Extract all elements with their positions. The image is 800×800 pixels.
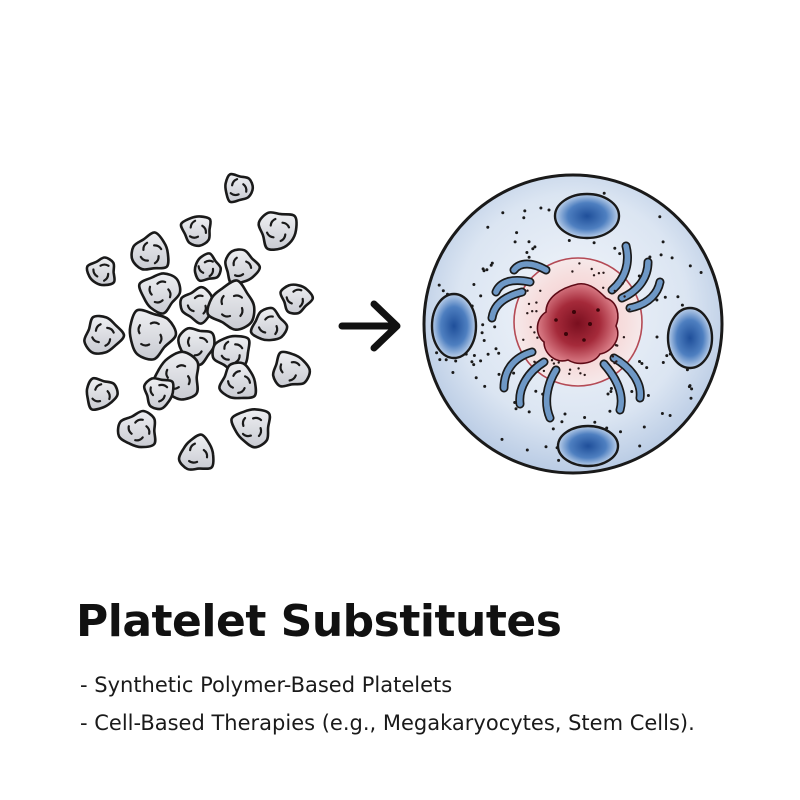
platelet	[249, 306, 289, 342]
platelet	[85, 256, 116, 287]
platelet	[224, 172, 255, 204]
platelet	[179, 215, 212, 248]
platelet	[83, 314, 126, 355]
platelet	[193, 252, 223, 283]
platelet	[257, 211, 298, 252]
megakaryocyte-cell-icon	[422, 173, 724, 475]
platelet	[116, 409, 157, 449]
page-title: Platelet Substitutes	[76, 596, 562, 647]
platelet	[206, 279, 256, 332]
illustration	[83, 172, 724, 475]
platelet	[142, 376, 175, 411]
platelet	[130, 231, 170, 271]
platelet	[137, 272, 182, 315]
chromosome-strands	[487, 241, 665, 423]
platelet-cluster-icon	[83, 172, 315, 471]
vesicles	[430, 192, 714, 468]
platelet	[230, 408, 272, 449]
platelet	[271, 350, 312, 388]
platelet	[85, 376, 119, 412]
arrow-right-icon	[338, 300, 401, 352]
nucleus	[536, 282, 619, 365]
bullet-item-cell-based: - Cell-Based Therapies (e.g., Megakaryoc…	[80, 711, 695, 735]
bullet-list: - Synthetic Polymer-Based Platelets - Ce…	[80, 666, 695, 742]
platelet	[177, 433, 215, 471]
platelet	[128, 308, 178, 361]
platelet	[218, 361, 258, 400]
platelet	[224, 248, 262, 286]
platelet	[279, 283, 315, 315]
bullet-item-synthetic: - Synthetic Polymer-Based Platelets	[80, 673, 453, 697]
